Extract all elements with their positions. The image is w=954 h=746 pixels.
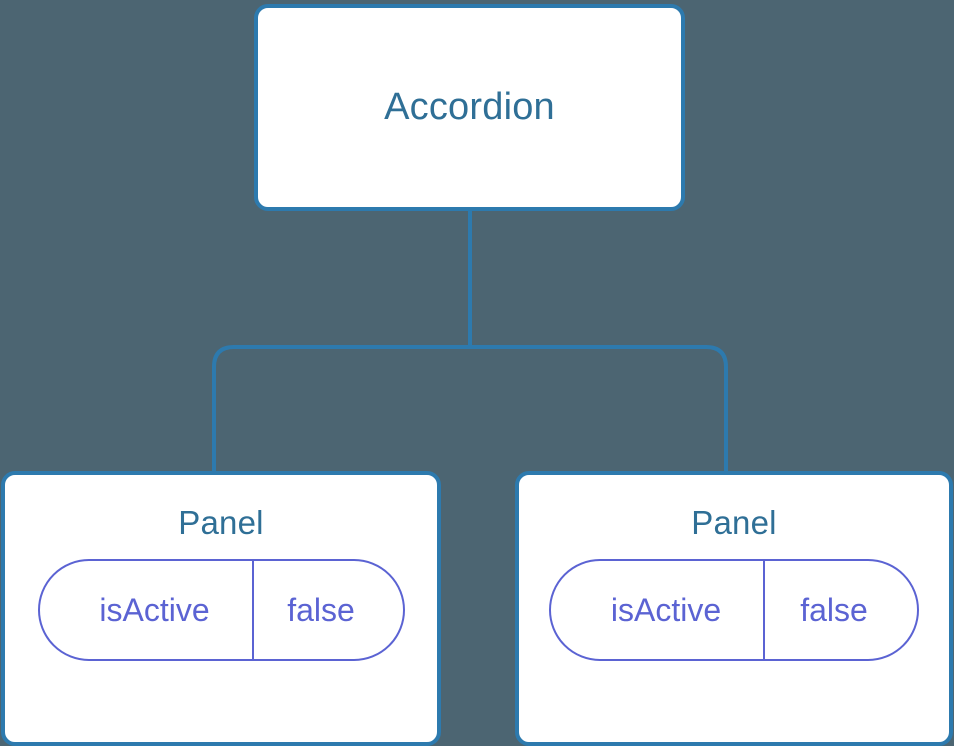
node-panel-0[interactable]: Panel isActive false	[1, 471, 441, 746]
state-pill-divider	[251, 561, 254, 660]
node-accordion[interactable]: Accordion	[254, 4, 685, 211]
state-key-panel-1: isActive	[610, 591, 722, 628]
connector-branch-left	[212, 345, 470, 473]
node-panel-0-title: Panel	[178, 504, 264, 541]
state-key-panel-0: isActive	[99, 591, 210, 628]
connector-branch-right	[470, 345, 728, 473]
state-pill-panel-1[interactable]: isActive false	[549, 559, 919, 662]
node-accordion-title: Accordion	[384, 85, 555, 128]
node-panel-1[interactable]: Panel isActive false	[515, 471, 953, 746]
state-pill-panel-0[interactable]: isActive false	[37, 559, 405, 662]
state-pill-divider	[763, 561, 765, 660]
state-value-panel-0: false	[287, 591, 355, 628]
node-panel-1-title: Panel	[691, 504, 777, 541]
state-value-panel-1: false	[800, 591, 868, 628]
